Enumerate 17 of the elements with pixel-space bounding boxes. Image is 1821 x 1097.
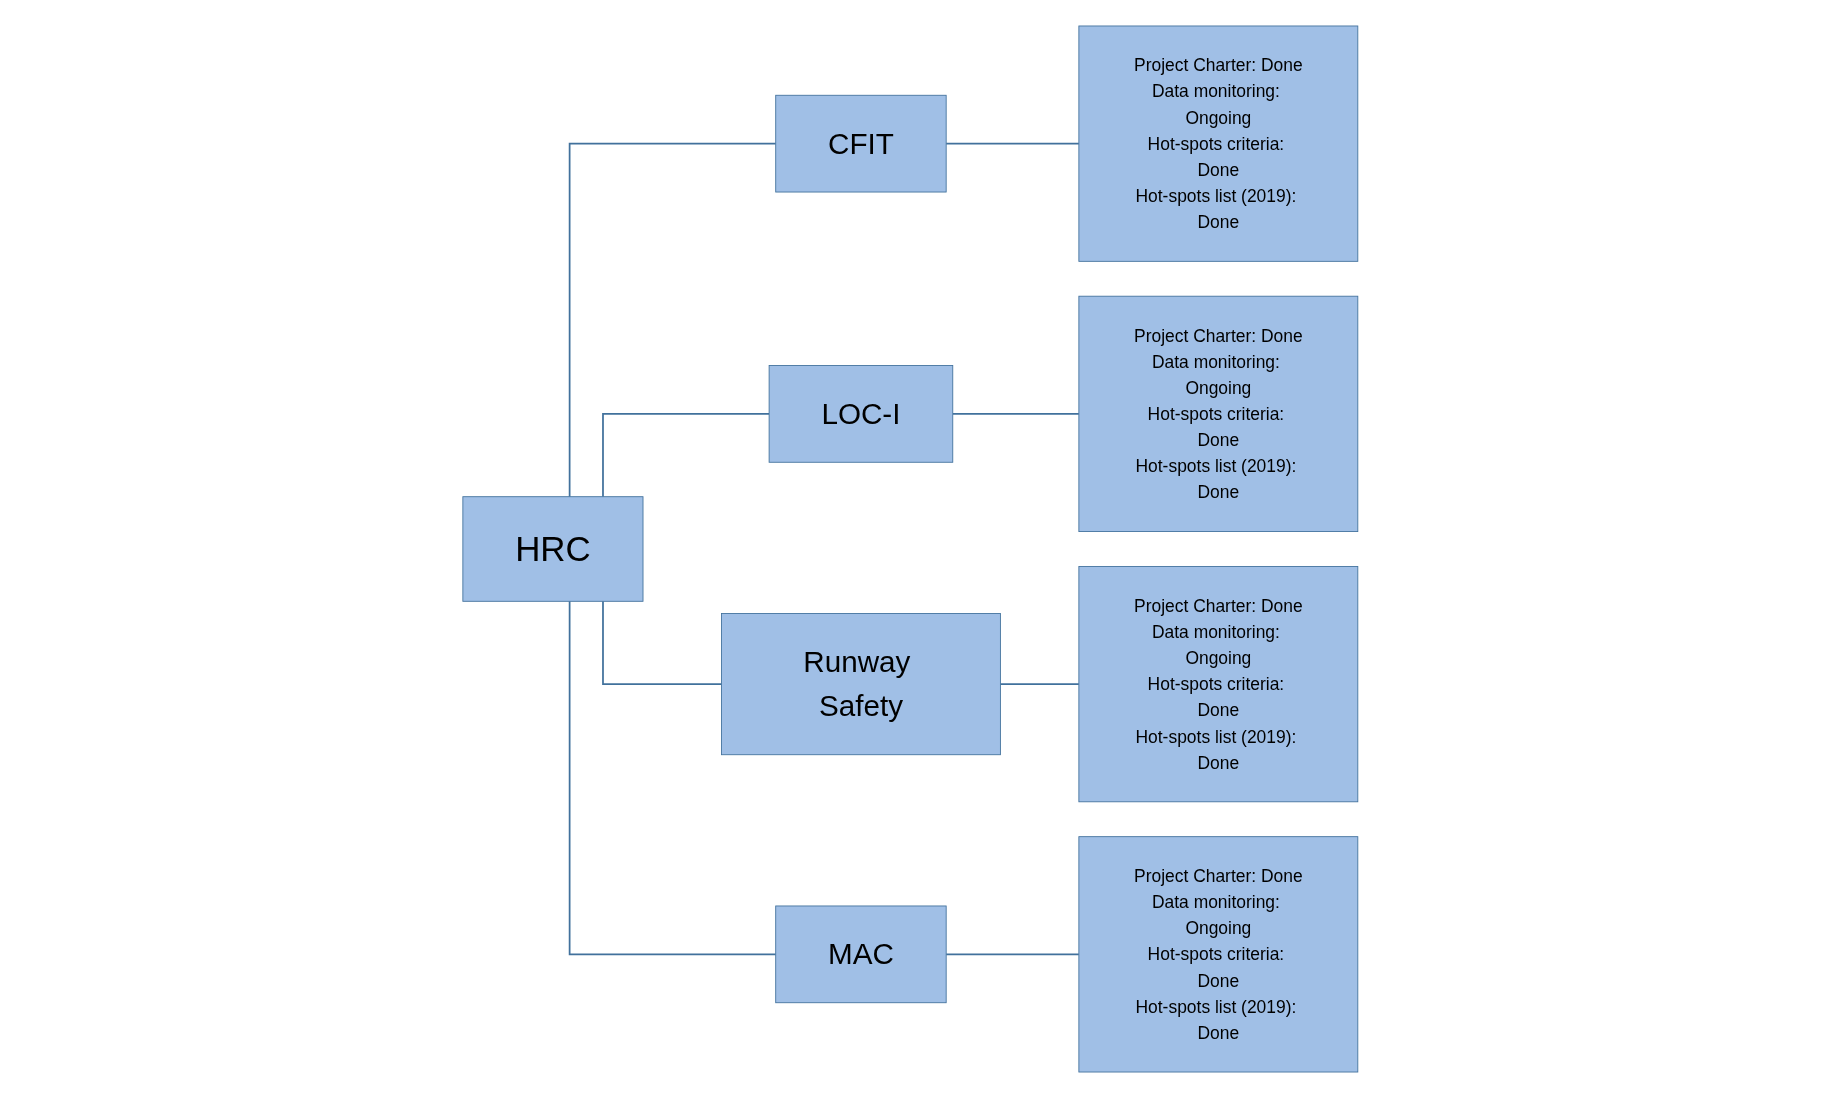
connector (999, 682, 1080, 685)
connector (602, 412, 771, 498)
node-box: MAC (775, 905, 947, 1003)
node-box: LOC-I (768, 364, 954, 463)
node-box: CFIT (775, 94, 947, 192)
connector (952, 412, 1080, 415)
node-box: Project Charter: Done Data monitoring: Ongoing Hot-spots criteria: Done Hot-spots list (2019): Done (1078, 835, 1359, 1072)
connector (602, 599, 723, 685)
node-box: Project Charter: Done Data monitoring: Ongoing Hot-spots criteria: Done Hot-spots list (2019): Done (1078, 25, 1359, 262)
connector (568, 599, 777, 955)
node-box: Project Charter: Done Data monitoring: Ongoing Hot-spots criteria: Done Hot-spots list (2019): Done (1078, 295, 1359, 532)
node-box: HRC (462, 495, 644, 602)
connector (568, 142, 777, 498)
connector (945, 953, 1080, 955)
node-box: Runway Safety (721, 612, 1001, 755)
node-box: Project Charter: Done Data monitoring: Ongoing Hot-spots criteria: Done Hot-spots list (2019): Done (1078, 565, 1359, 802)
connector (945, 142, 1080, 144)
